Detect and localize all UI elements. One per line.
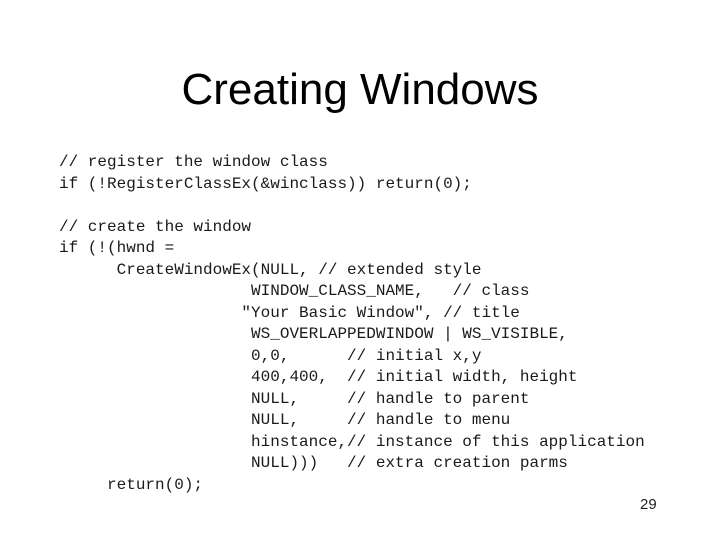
code-line: return(0); xyxy=(59,475,204,494)
code-line xyxy=(59,195,645,217)
code-line: NULL))) // extra creation parms xyxy=(59,454,568,472)
code-line: 0,0, // initial x,y xyxy=(59,346,482,365)
code-line: hinstance,// instance of this applicatio… xyxy=(59,432,645,451)
code-line: CreateWindowEx(NULL, // extended style xyxy=(59,260,482,279)
page-number: 29 xyxy=(640,496,657,513)
code-line: "Your Basic Window", // title xyxy=(59,303,520,322)
code-line: NULL, // handle to menu xyxy=(59,411,511,429)
code-line: // register the window class xyxy=(59,153,328,171)
code-line: if (!(hwnd = xyxy=(59,239,175,257)
code-block: // register the window class if (!Registe… xyxy=(59,152,645,496)
code-line: if (!RegisterClassEx(&winclass)) return(… xyxy=(59,174,472,193)
code-line: NULL, // handle to parent xyxy=(59,389,530,408)
code-line: WINDOW_CLASS_NAME, // class xyxy=(59,282,530,300)
code-line: WS_OVERLAPPEDWINDOW | WS_VISIBLE, xyxy=(59,325,568,343)
code-line: // create the window xyxy=(59,217,252,236)
code-line: 400,400, // initial width, height xyxy=(59,368,578,386)
slide-title: Creating Windows xyxy=(181,65,539,114)
